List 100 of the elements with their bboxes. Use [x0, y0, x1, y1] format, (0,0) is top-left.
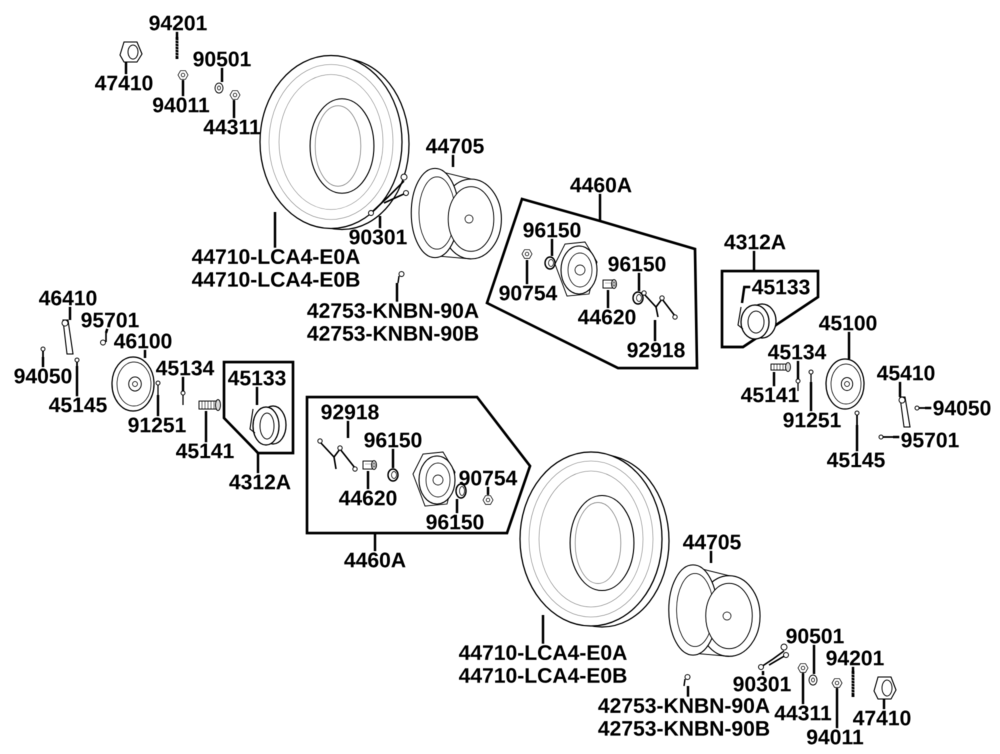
leader-line: [836, 688, 838, 728]
bolt-drawing: [854, 410, 860, 425]
part-number: 44705: [683, 534, 741, 550]
part-number: 96150: [608, 256, 666, 272]
leader-line: [606, 290, 610, 308]
stud-drawing: [850, 671, 856, 697]
pin-drawing: [100, 333, 107, 346]
collar-drawing: [602, 279, 617, 289]
brake-panel-drawing: [111, 356, 155, 412]
leader-line: [366, 471, 370, 490]
part-number: 46410: [39, 290, 96, 306]
tire-drawing: [259, 54, 410, 230]
cap-nut-drawing: [119, 41, 143, 63]
part-number: 45141: [741, 388, 799, 402]
nut-drawing: [482, 495, 494, 505]
part-number: 45133: [752, 280, 810, 294]
washer-drawing: [214, 82, 224, 94]
leader-line: [542, 615, 544, 644]
leader-line: [182, 376, 184, 391]
leader-line: [710, 550, 712, 563]
leader-line: [810, 382, 812, 412]
leader-line: [182, 80, 184, 96]
seal-drawing: [387, 468, 399, 482]
leader-line: [856, 425, 858, 452]
nut-drawing: [798, 663, 808, 673]
part-number: 90501: [193, 52, 251, 66]
leader-line: [124, 62, 128, 74]
leader-line: [452, 154, 454, 167]
part-number: 90301: [349, 230, 407, 244]
leader-line: [68, 306, 72, 320]
stud-drawing: [174, 37, 180, 59]
pin-drawing: [808, 370, 814, 382]
leader-line: [232, 100, 236, 118]
part-number: 47410: [95, 76, 152, 90]
leader-line: [598, 194, 602, 221]
washer-drawing: [808, 674, 818, 686]
part-number: 47410: [853, 710, 910, 726]
part-number: 95701: [81, 312, 139, 328]
part-number: 45100: [819, 316, 876, 330]
leader-line: [848, 332, 850, 359]
bolt-drawing: [198, 399, 221, 411]
part-number: 94011: [153, 98, 210, 112]
leader-line: [772, 372, 776, 386]
leader-line: [898, 382, 902, 397]
bolt-drawing: [914, 406, 925, 410]
bolt-drawing: [770, 362, 791, 372]
seal-drawing: [544, 256, 556, 270]
nut-drawing: [178, 70, 188, 80]
part-number: 45134: [768, 344, 826, 360]
part-number-list: 44710-LCA4-E0A 44710-LCA4-E0B: [458, 645, 627, 683]
part-number: 45134: [156, 360, 214, 376]
nut-drawing: [832, 678, 842, 688]
rim-drawing: [668, 564, 761, 657]
leader-line: [762, 671, 764, 676]
bearing-drawing: [249, 405, 287, 446]
bolt-drawing: [40, 346, 46, 357]
bracket-drawing: [368, 174, 409, 216]
part-number: 90301: [733, 676, 791, 692]
part-number-list: 44710-LCA4-E0A 44710-LCA4-E0B: [192, 249, 360, 287]
part-number: 96150: [426, 514, 484, 530]
leader-line: [526, 260, 528, 284]
leader-line: [882, 699, 886, 710]
part-number: 44311: [204, 120, 260, 134]
leader-line: [256, 453, 260, 474]
pin-drawing: [180, 390, 186, 405]
leader-line: [220, 68, 224, 82]
arm-drawing: [62, 319, 74, 355]
leader-line: [396, 283, 398, 302]
leader-line: [392, 448, 394, 468]
leader-line: [796, 360, 800, 379]
leader-line: [274, 212, 276, 248]
part-number: 94201: [149, 16, 207, 30]
leader-line: [925, 406, 932, 410]
leader-line: [346, 420, 350, 438]
part-number: 95701: [901, 432, 959, 448]
bolt-drawing: [878, 434, 894, 440]
leader-line: [686, 686, 690, 697]
part-number-list: 42753-KNBN-90A 42753-KNBN-90B: [598, 698, 770, 736]
leader-line: [76, 366, 78, 396]
valve-drawing: [683, 674, 690, 686]
part-number: 44311: [774, 706, 832, 720]
collar-drawing: [362, 460, 377, 470]
part-number: 44620: [578, 310, 636, 324]
leader-line: [752, 250, 756, 271]
leader-line: [550, 238, 554, 256]
part-number: 92918: [321, 404, 379, 420]
part-number: 96150: [523, 222, 580, 238]
part-number: 45141: [176, 444, 234, 458]
wire-drawing: [641, 290, 678, 320]
pin-drawing: [156, 380, 160, 395]
bolt-drawing: [74, 358, 80, 366]
part-number: 4460A: [570, 178, 632, 192]
part-number: 45133: [228, 370, 286, 386]
part-number: 96150: [364, 432, 422, 448]
part-number: 92918: [627, 342, 685, 358]
part-number-list: 42753-KNBN-90A 42753-KNBN-90B: [307, 303, 479, 341]
leader-line: [176, 32, 178, 37]
leader-line: [852, 666, 854, 671]
part-number: 90501: [786, 628, 844, 644]
part-number: 91251: [783, 412, 841, 428]
